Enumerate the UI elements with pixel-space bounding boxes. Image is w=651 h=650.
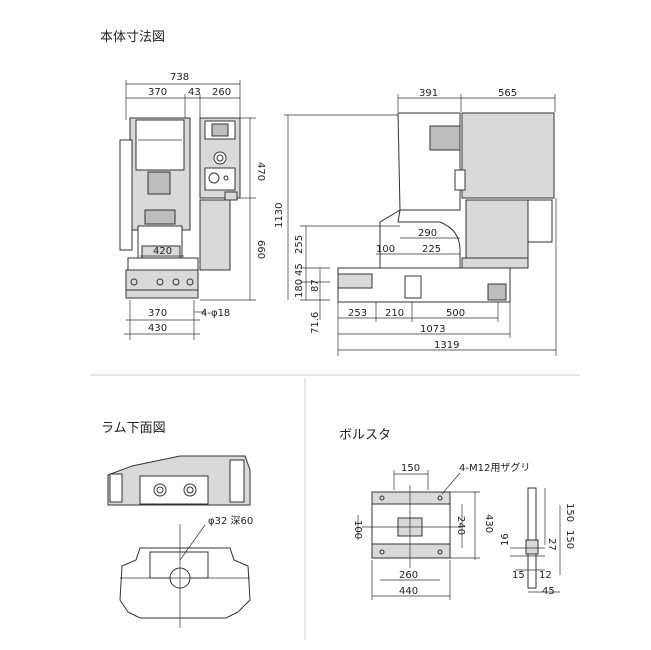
bolster-dim-r45: 45 — [542, 586, 555, 597]
bolster-dim-r27: 27 — [546, 538, 557, 551]
side-view — [284, 94, 557, 356]
bolster-side-profile — [527, 487, 537, 589]
side-dim-height-total: 1130 — [274, 203, 285, 228]
bolster-dim-h100: 100 — [352, 520, 363, 539]
side-dim-h45: 45 — [294, 263, 305, 276]
main-title: 本体寸法図 — [100, 30, 166, 45]
bolster-dim-r15: 15 — [512, 570, 525, 581]
warning-label — [147, 171, 171, 195]
front-dim-bottom-a: 370 — [148, 308, 167, 319]
side-dim-w290: 290 — [418, 228, 437, 239]
side-dim-h71-6: 71.6 — [310, 312, 321, 334]
side-dim-top-b: 565 — [498, 88, 517, 99]
bolster-dim-r12: 12 — [539, 570, 552, 581]
motor-housing — [461, 112, 555, 199]
bolster-dim-w260: 260 — [399, 570, 418, 581]
bolster-view — [357, 470, 561, 600]
front-view — [119, 80, 256, 340]
bolster-dim-r150a: 150 — [564, 503, 575, 522]
front-dim-inner-width: 420 — [153, 246, 172, 257]
side-dim-h87: 87 — [310, 279, 321, 292]
side-dim-w253: 253 — [348, 308, 367, 319]
bolster-dim-w440: 440 — [399, 586, 418, 597]
side-dim-w500: 500 — [446, 308, 465, 319]
side-dim-h180: 180 — [294, 279, 305, 298]
bolster-dim-w150: 150 — [401, 463, 420, 474]
front-dim-bottom-total: 430 — [148, 323, 167, 334]
front-dim-top-total: 738 — [170, 72, 189, 83]
side-dim-w1073: 1073 — [420, 324, 445, 335]
ram-hole-right-icon — [183, 483, 197, 497]
ram-hole-left-icon — [153, 483, 167, 497]
ram-block — [139, 475, 209, 505]
ram-title: ラム下面図 — [101, 421, 166, 436]
dial-icon — [213, 151, 227, 165]
side-dim-h255: 255 — [294, 235, 305, 254]
front-dim-top-b: 43 — [188, 87, 201, 98]
bolster-dim-h240: 240 — [455, 516, 466, 535]
side-dim-w225: 225 — [422, 244, 441, 255]
bolster-dim-r150b: 150 — [564, 530, 575, 549]
side-dim-w100: 100 — [376, 244, 395, 255]
ram-view — [107, 455, 251, 628]
front-dim-right-lower: 660 — [255, 240, 266, 259]
front-dim-top-c: 260 — [212, 87, 231, 98]
front-dim-top-a: 370 — [148, 87, 167, 98]
front-dim-right-upper: 470 — [255, 162, 266, 181]
side-dim-w210: 210 — [385, 308, 404, 319]
bolster-dim-screws: 4-M12用ザグリ — [459, 461, 530, 474]
front-dim-holes: 4-φ18 — [201, 308, 230, 319]
side-dim-w1319: 1319 — [434, 340, 459, 351]
bolster-dim-h430: 430 — [483, 514, 494, 533]
side-dim-top-a: 391 — [419, 88, 438, 99]
bolster-title: ボルスタ — [339, 428, 392, 443]
ram-assembly — [465, 199, 529, 259]
bolster-dim-r16: 16 — [500, 533, 511, 546]
ram-dim-hole: φ32 深60 — [208, 515, 253, 527]
